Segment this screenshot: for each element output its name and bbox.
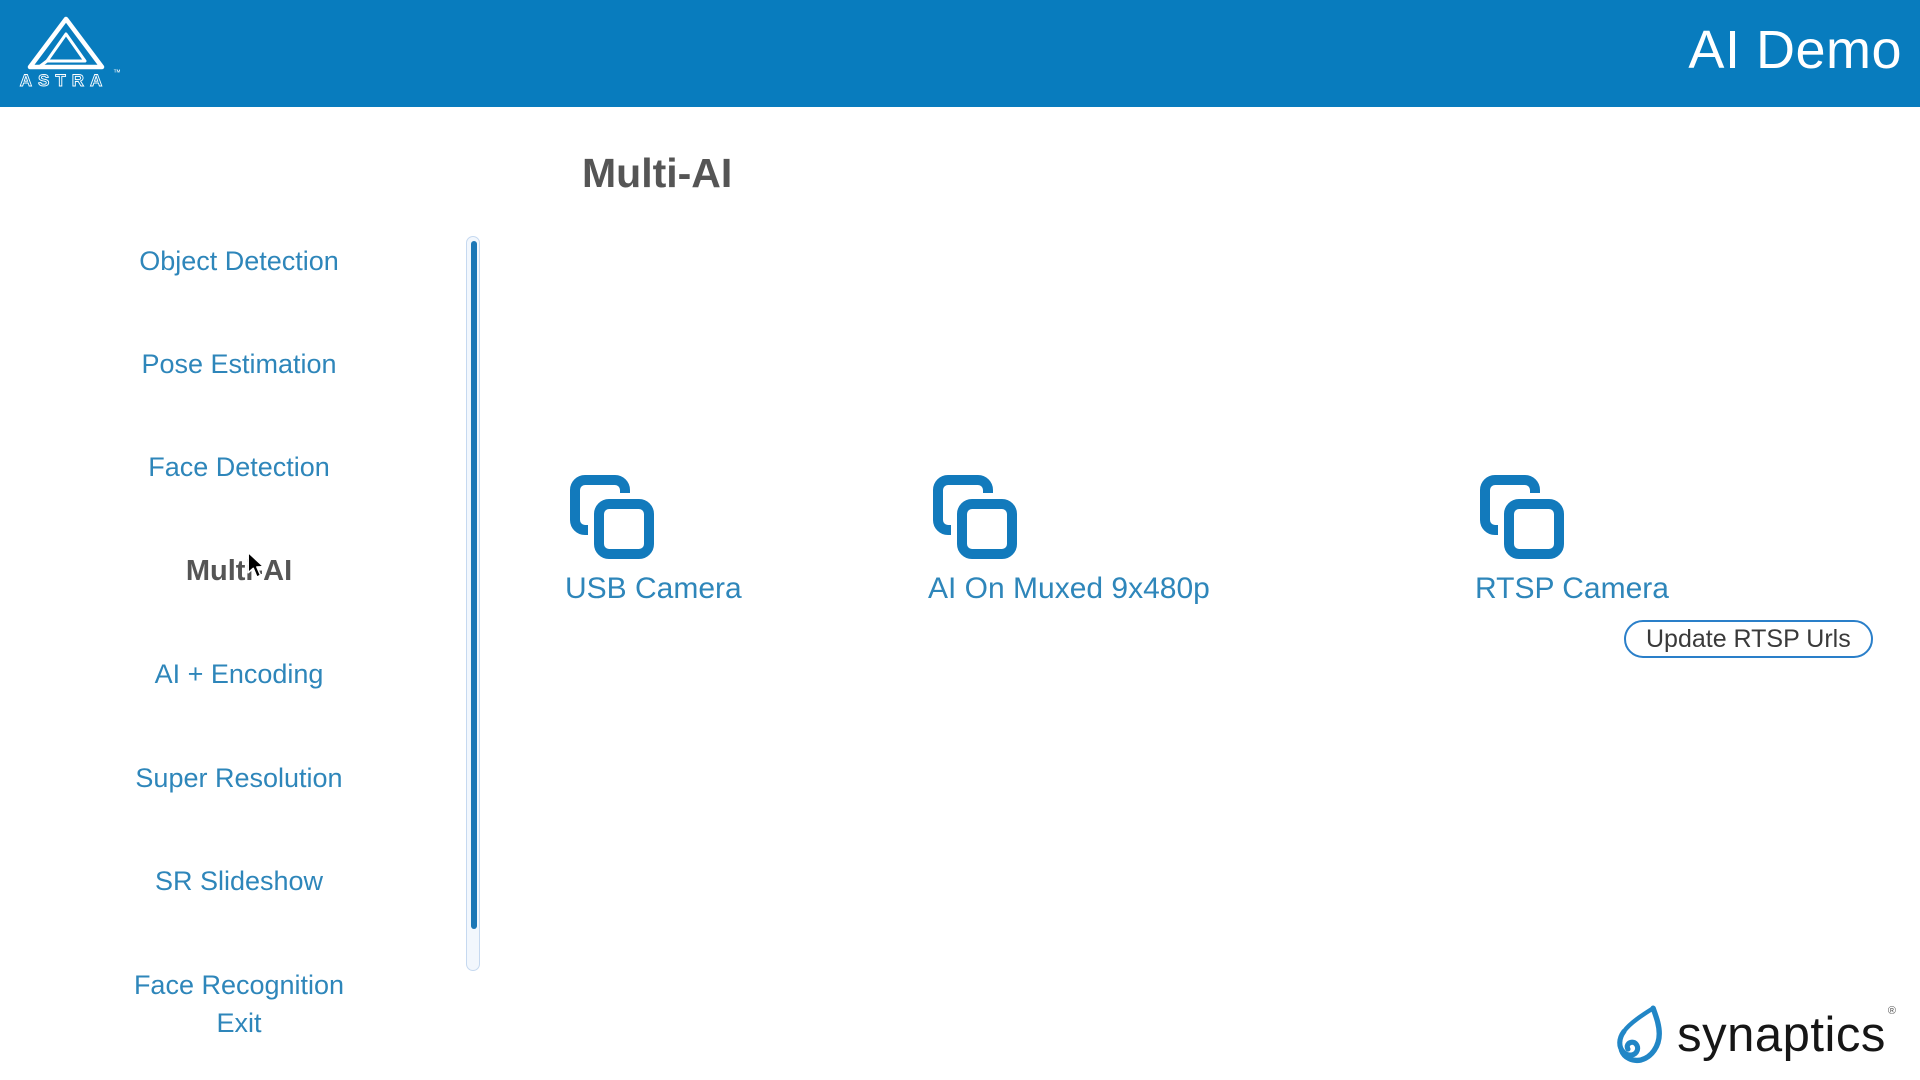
sidebar-item-face-detection[interactable]: Face Detection xyxy=(148,452,330,482)
page-title: Multi-AI xyxy=(582,150,733,196)
synaptics-logo: synaptics ® xyxy=(1613,1004,1896,1066)
sidebar-item-super-resolution[interactable]: Super Resolution xyxy=(135,763,343,793)
camera-option-usb[interactable]: USB Camera xyxy=(565,474,742,606)
sidebar-item-exit[interactable]: Exit xyxy=(216,1008,262,1038)
astra-trademark: ™ xyxy=(113,68,120,77)
sidebar-item-face-recognition[interactable]: Face Recognition xyxy=(133,970,345,1000)
astra-logo: ASTRA ™ xyxy=(12,12,121,99)
camera-option-label: AI On Muxed 9x480p xyxy=(928,572,1210,605)
frames-icon xyxy=(933,475,1018,560)
camera-option-label: USB Camera xyxy=(565,572,742,605)
header-bar: ASTRA ™ AI Demo xyxy=(0,0,1920,107)
synaptics-droplet-icon xyxy=(1617,1005,1663,1064)
camera-option-muxed[interactable]: AI On Muxed 9x480p xyxy=(928,474,1210,606)
astra-logo-text: ASTRA xyxy=(20,71,109,90)
frames-icon xyxy=(1480,475,1565,560)
scrollbar-thumb[interactable] xyxy=(471,241,477,929)
synaptics-wordmark: synaptics xyxy=(1677,1008,1886,1062)
mouse-cursor-icon xyxy=(247,551,265,578)
update-rtsp-urls-button[interactable]: Update RTSP Urls xyxy=(1624,620,1873,658)
camera-option-label: RTSP Camera xyxy=(1475,572,1669,605)
app-title: AI Demo xyxy=(1688,20,1902,80)
sidebar-item-sr-slideshow[interactable]: SR Slideshow xyxy=(154,866,324,896)
sidebar-nav: Object Detection Pose Estimation Face De… xyxy=(0,107,478,1080)
synaptics-registered-mark: ® xyxy=(1887,1005,1896,1017)
frames-icon xyxy=(570,475,655,560)
sidebar-item-multi-ai[interactable]: Multi-AI xyxy=(185,555,293,587)
sidebar-item-object-detection[interactable]: Object Detection xyxy=(139,246,339,276)
camera-option-rtsp[interactable]: RTSP Camera xyxy=(1475,474,1669,606)
astra-triangle-icon: ASTRA ™ xyxy=(19,16,121,90)
sidebar-item-pose-estimation[interactable]: Pose Estimation xyxy=(141,349,337,379)
sidebar-item-ai-encoding[interactable]: AI + Encoding xyxy=(154,659,324,689)
